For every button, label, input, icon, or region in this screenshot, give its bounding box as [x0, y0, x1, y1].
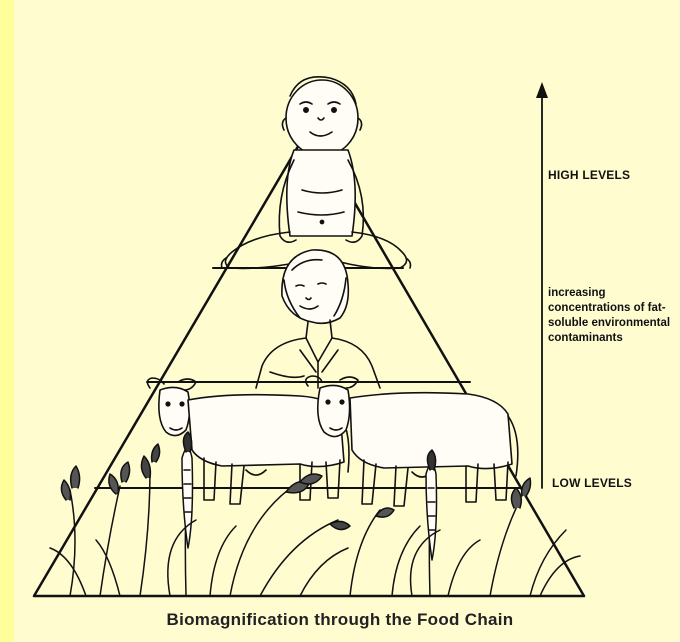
- baby-figure: [222, 77, 411, 269]
- high-levels-label: HIGH LEVELS: [548, 168, 630, 182]
- low-levels-label: LOW LEVELS: [552, 476, 632, 490]
- mother-figure: [256, 250, 380, 388]
- increase-arrow-head: [536, 82, 548, 98]
- increasing-concentrations-label: increasing concentrations of fat-soluble…: [548, 286, 680, 346]
- figure-caption: Biomagnification through the Food Chain: [0, 610, 680, 630]
